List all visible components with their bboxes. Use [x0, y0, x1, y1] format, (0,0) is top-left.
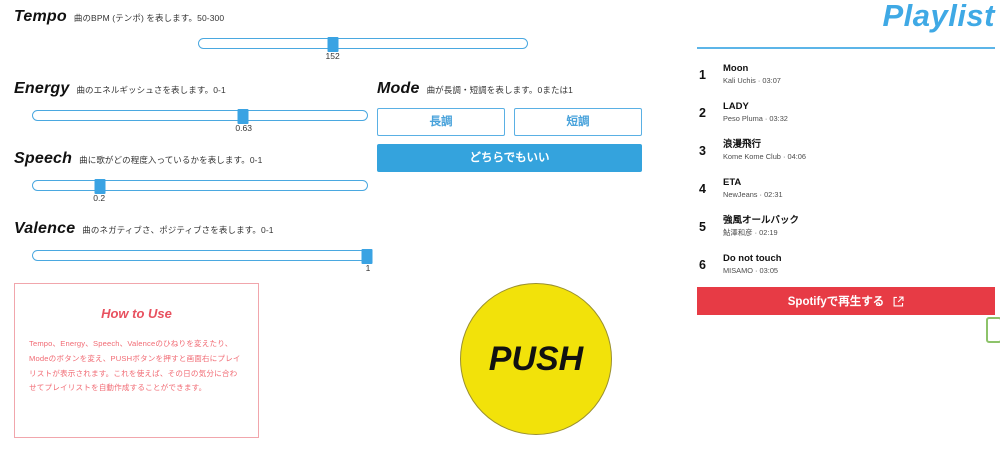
slider-thumb-energy[interactable]: [237, 109, 249, 124]
slider-track-energy[interactable]: [32, 109, 368, 124]
track-meta: NewJeans · 02:31: [723, 190, 783, 200]
track-info: 強風オールバック鮎澤和彦 · 02:19: [723, 215, 800, 238]
track-index: 2: [699, 106, 706, 120]
slider-thumb-speech[interactable]: [94, 179, 106, 194]
slider-value-tempo: 152: [325, 51, 340, 61]
track-name: 強風オールバック: [723, 215, 800, 227]
how-to-use-body: Tempo、Energy、Speech、Valenceのひねりを変えたり、Mod…: [29, 339, 241, 393]
param-title-tempo: Tempo: [14, 8, 67, 25]
slider-track-tempo[interactable]: [198, 37, 528, 52]
param-desc-speech: 曲に歌がどの程度入っているかを表します。0-1: [79, 155, 263, 165]
edge-clipped-widget[interactable]: [986, 317, 1000, 343]
track-meta: Kali Uchis · 03:07: [723, 76, 781, 86]
track-name: Moon: [723, 63, 749, 75]
param-header-speech: Speech 曲に歌がどの程度入っているかを表します。0-1: [14, 150, 364, 168]
param-row-energy: Energy 曲のエネルギッシュさを表します。0-1 0.63: [14, 80, 368, 133]
param-row-speech: Speech 曲に歌がどの程度入っているかを表します。0-1 0.2: [14, 150, 368, 203]
track-index: 5: [699, 220, 706, 234]
external-link-icon: [893, 296, 904, 307]
spotify-play-button[interactable]: Spotifyで再生する: [697, 287, 995, 315]
track-index: 4: [699, 182, 706, 196]
track-row[interactable]: 5 強風オールバック鮎澤和彦 · 02:19: [697, 208, 995, 246]
param-row-mode: Mode 曲が長調・短調を表します。0または1 長調 短調 どちらでもいい: [377, 80, 642, 172]
track-name: 浪漫飛行: [723, 139, 762, 151]
track-name: ETA: [723, 177, 742, 189]
param-title-energy: Energy: [14, 80, 70, 97]
slider-valence[interactable]: 1: [32, 249, 373, 273]
slider-thumb-tempo[interactable]: [327, 37, 339, 52]
push-button-label: PUSH: [488, 339, 584, 378]
how-to-use-title: How to Use: [101, 306, 172, 321]
mode-button-any[interactable]: どちらでもいい: [377, 144, 642, 172]
mode-button-minor[interactable]: 短調: [514, 108, 642, 136]
track-meta: MISAMO · 03:05: [723, 266, 779, 276]
track-index: 3: [699, 144, 706, 158]
slider-energy[interactable]: 0.63: [32, 109, 368, 133]
param-header-mode: Mode 曲が長調・短調を表します。0または1: [377, 80, 642, 98]
track-index: 6: [699, 258, 706, 272]
slider-tempo[interactable]: 152: [198, 37, 528, 61]
mode-button-major[interactable]: 長調: [377, 108, 505, 136]
param-desc-tempo: 曲のBPM (テンポ) を表します。50-300: [73, 13, 225, 23]
track-meta: Kome Kome Club · 04:06: [723, 152, 806, 162]
mode-button-group: 長調 短調: [377, 108, 642, 136]
slider-track-valence[interactable]: [32, 249, 373, 264]
track-meta: 鮎澤和彦 · 02:19: [723, 228, 778, 238]
slider-track-speech[interactable]: [32, 179, 368, 194]
playlist-divider: [697, 47, 995, 49]
track-name: LADY: [723, 101, 749, 113]
param-header-energy: Energy 曲のエネルギッシュさを表します。0-1: [14, 80, 364, 98]
param-title-speech: Speech: [14, 150, 73, 167]
how-to-use-panel: How to Use Tempo、Energy、Speech、Valenceのひ…: [14, 283, 259, 438]
param-row-valence: Valence 曲のネガティブさ、ポジティブさを表します。0-1 1: [14, 220, 373, 273]
track-meta: Peso Pluma · 03:32: [723, 114, 788, 124]
param-desc-valence: 曲のネガティブさ、ポジティブさを表します。0-1: [82, 225, 274, 235]
push-button[interactable]: PUSH: [460, 283, 612, 435]
playlist-title: Playlist: [882, 0, 995, 33]
controls-panel: Tempo 曲のBPM (テンポ) を表します。50-300 152 Energ…: [14, 8, 654, 438]
slider-value-energy: 0.63: [235, 123, 252, 133]
track-name: Do not touch: [723, 253, 782, 265]
param-desc-mode: 曲が長調・短調を表します。0または1: [426, 85, 573, 95]
param-title-mode: Mode: [377, 80, 420, 97]
track-index: 1: [699, 68, 706, 82]
slider-speech[interactable]: 0.2: [32, 179, 368, 203]
slider-thumb-valence[interactable]: [361, 249, 373, 264]
slider-value-valence: 1: [365, 263, 371, 273]
param-header-valence: Valence 曲のネガティブさ、ポジティブさを表します。0-1: [14, 220, 364, 238]
slider-value-speech: 0.2: [93, 193, 106, 203]
param-row-tempo: Tempo 曲のBPM (テンポ) を表します。50-300 152: [14, 8, 654, 61]
param-header-tempo: Tempo 曲のBPM (テンポ) を表します。50-300: [14, 8, 654, 26]
param-title-valence: Valence: [14, 220, 76, 237]
spotify-play-button-label: Spotifyで再生する: [787, 296, 885, 308]
param-desc-energy: 曲のエネルギッシュさを表します。0-1: [76, 85, 226, 95]
